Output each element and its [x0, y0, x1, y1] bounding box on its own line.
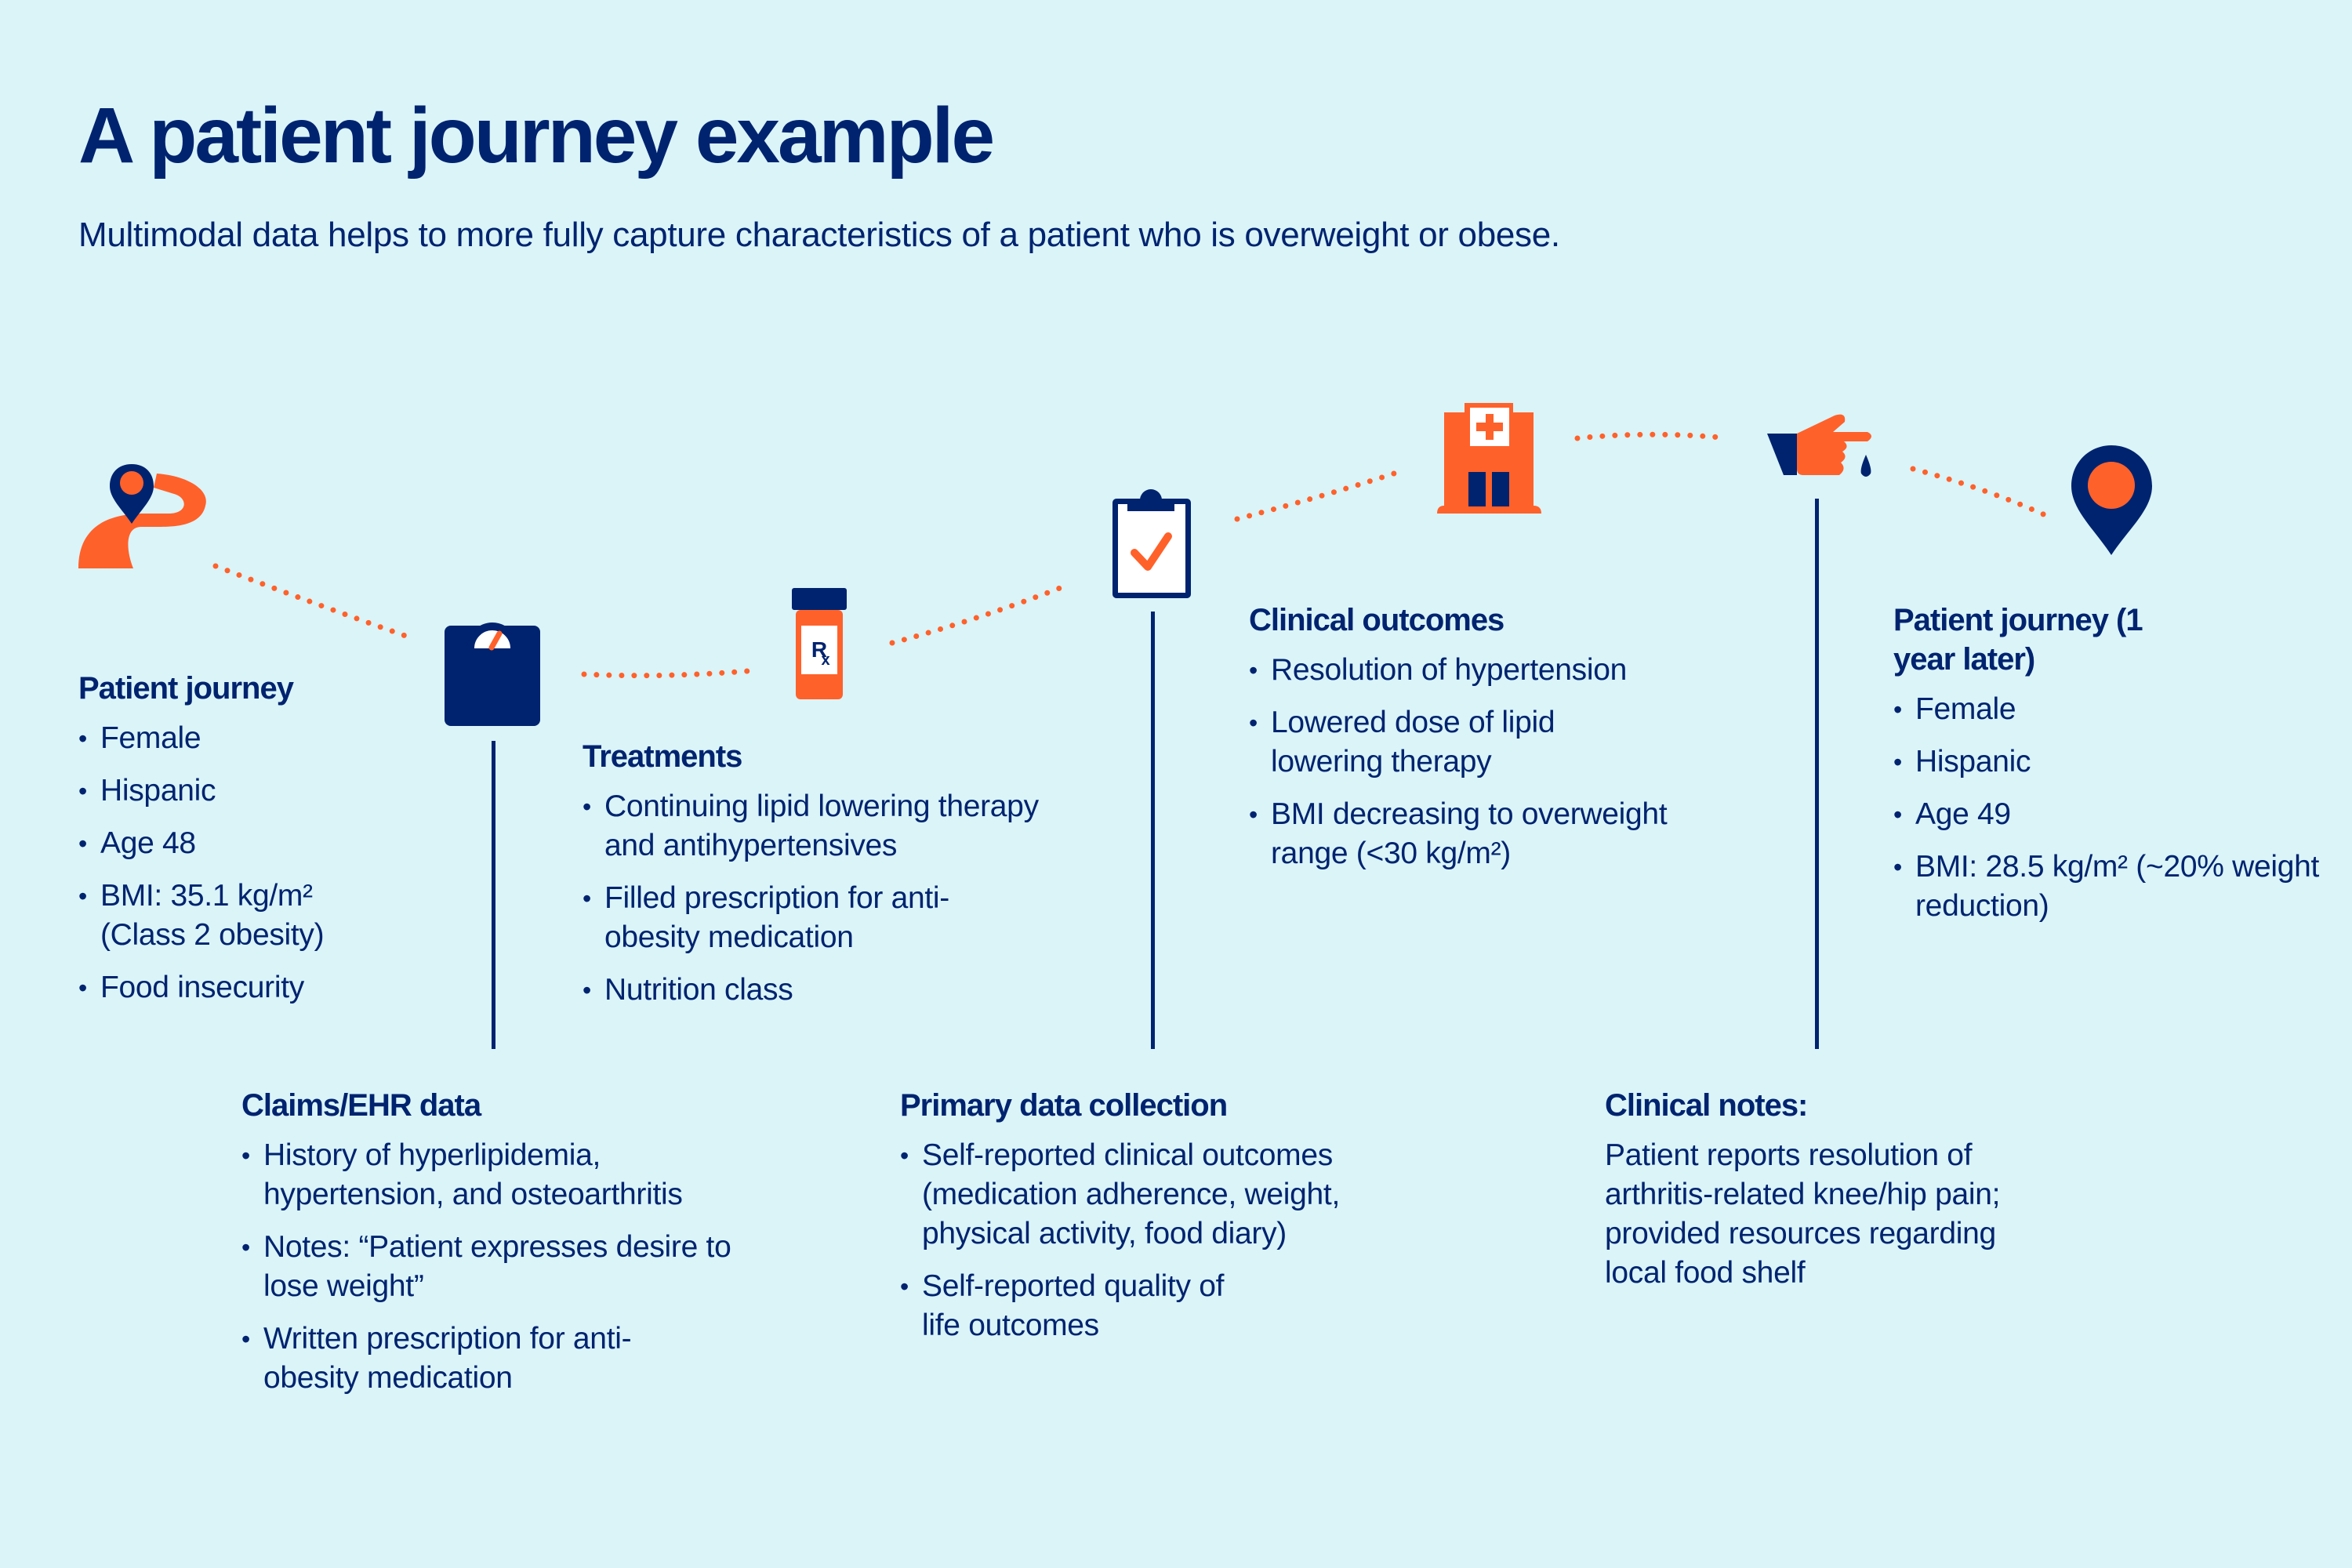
dotted-connector [1574, 431, 1724, 441]
timeline-connector [492, 741, 495, 1049]
hospital-icon [1437, 403, 1541, 514]
svg-text:R: R [811, 637, 827, 662]
list-item: History of hyperlipidemia, hypertension,… [241, 1136, 765, 1214]
list-item: BMI: 28.5 kg/m² (~20% weight reduction) [1893, 848, 2323, 926]
block-heading: Claims/EHR data [241, 1088, 481, 1123]
rx-bottle-icon: R x [792, 588, 847, 699]
patient-journey-block: Patient journey Female Hispanic Age 48 B… [78, 669, 431, 1021]
block-heading: Clinical notes: [1605, 1088, 1808, 1123]
page-subtitle: Multimodal data helps to more fully capt… [78, 216, 1560, 254]
bullet-list: Self-reported clinical outcomes (medicat… [900, 1136, 1433, 1345]
list-item: Filled prescription for anti-obesity med… [583, 879, 981, 957]
list-item: Female [78, 719, 431, 758]
clinical-outcomes-block: Clinical outcomes Resolution of hyperten… [1249, 601, 1751, 887]
treatments-block: Treatments Continuing lipid lowering the… [583, 737, 1084, 1023]
list-item: Self-reported clinical outcomes (medicat… [900, 1136, 1424, 1254]
list-item: Food insecurity [78, 968, 431, 1007]
bullet-list: History of hyperlipidemia, hypertension,… [241, 1136, 759, 1398]
map-pin-icon [2071, 445, 2152, 555]
list-item: Written prescription for anti-obesity me… [241, 1319, 655, 1398]
block-heading: Clinical outcomes [1249, 603, 1504, 637]
list-item: Hispanic [78, 771, 431, 811]
list-item: Nutrition class [583, 971, 1084, 1010]
weight-scale-icon [445, 622, 540, 726]
block-heading: Primary data collection [900, 1088, 1228, 1123]
finger-prick-icon [1767, 414, 1871, 477]
dotted-connector [1234, 467, 1406, 522]
claims-ehr-block: Claims/EHR data History of hyperlipidemi… [241, 1086, 759, 1411]
bullet-list: Female Hispanic Age 48 BMI: 35.1 kg/m² (… [78, 719, 431, 1007]
list-item: BMI: 35.1 kg/m² (Class 2 obesity) [78, 877, 367, 955]
list-item: Lowered dose of lipid lowering therapy [1249, 703, 1600, 782]
timeline-connector [1815, 499, 1819, 1049]
list-item: Self-reported quality of life outcomes [900, 1267, 1259, 1345]
journey-start-icon [78, 464, 206, 568]
list-item: Hispanic [1893, 742, 2332, 782]
dotted-connector [581, 667, 760, 679]
page-title: A patient journey example [78, 92, 995, 180]
bullet-list: Resolution of hypertension Lowered dose … [1249, 651, 1751, 873]
block-heading: Patient journey [78, 671, 294, 706]
primary-data-block: Primary data collection Self-reported cl… [900, 1086, 1433, 1359]
block-heading: Patient journey (1 year later) [1893, 603, 2143, 677]
clinical-notes-block: Clinical notes: Patient reports resoluti… [1605, 1086, 2060, 1293]
block-heading: Treatments [583, 739, 742, 774]
list-item: Age 49 [1893, 795, 2332, 834]
dotted-connector [212, 563, 411, 640]
list-item: Resolution of hypertension [1249, 651, 1751, 690]
dotted-connector [889, 581, 1073, 646]
bullet-list: Continuing lipid lowering therapy and an… [583, 787, 1084, 1010]
clinical-notes-text: Patient reports resolution of arthritis-… [1605, 1138, 2001, 1290]
svg-text:x: x [821, 652, 829, 669]
clipboard-check-icon [1112, 489, 1191, 598]
dotted-connector [1910, 466, 2053, 521]
patient-journey-later-block: Patient journey (1 year later) Female Hi… [1893, 601, 2332, 939]
list-item: Age 48 [78, 824, 431, 863]
list-item: Continuing lipid lowering therapy and an… [583, 787, 1067, 866]
bullet-list: Female Hispanic Age 49 BMI: 28.5 kg/m² (… [1893, 690, 2332, 926]
list-item: BMI decreasing to overweight range (<30 … [1249, 795, 1741, 873]
list-item: Notes: “Patient expresses desire to lose… [241, 1228, 765, 1306]
list-item: Female [1893, 690, 2332, 729]
timeline-connector [1151, 612, 1155, 1049]
